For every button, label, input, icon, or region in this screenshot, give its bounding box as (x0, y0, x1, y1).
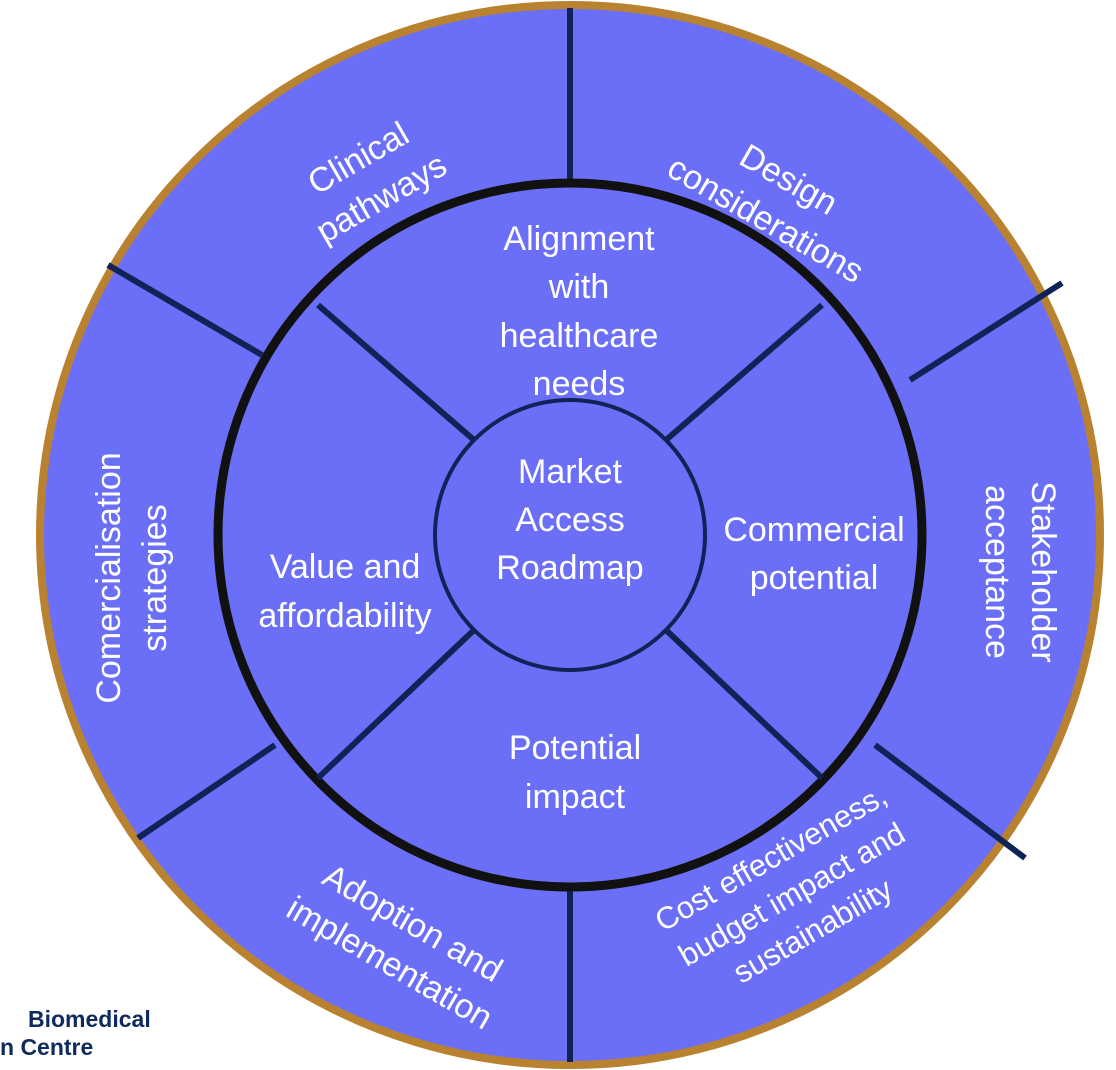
divider-inner-se (663, 627, 825, 781)
inner-left-line-1: Value and (270, 548, 421, 586)
inner-top-line-1: Alignment (503, 220, 655, 258)
inner-dividers (315, 302, 825, 781)
stakeholder-line-2: acceptance (978, 485, 1016, 659)
divider-lower-right (873, 742, 1027, 861)
outer-segment-stakeholder-label: Stakeholder acceptance (978, 481, 1062, 662)
divider-inner-nw (316, 302, 476, 443)
inner-segment-top-label: Alignment with healthcare needs (500, 220, 659, 403)
center-circle (433, 398, 707, 672)
divider-inner-sw (315, 627, 477, 781)
center-line-1: Market (518, 453, 622, 491)
inner-left-line-2: affordability (258, 597, 431, 635)
center-line-3: Roadmap (496, 549, 643, 587)
divider-inner-ne (664, 302, 824, 443)
outer-dividers (106, 8, 1064, 1062)
divider-upper-right (908, 280, 1064, 383)
inner-right-line-2: potential (750, 559, 879, 597)
commercialisation-line-1: Comercialisation (90, 452, 128, 703)
commercialisation-line-2: strategies (136, 504, 174, 651)
logo: Biomedical n Centre (0, 1006, 151, 1060)
inner-segment-right-label: Commercial potential (723, 511, 904, 597)
logo-line-1: Biomedical (28, 1006, 151, 1032)
stakeholder-line-1: Stakeholder (1024, 481, 1062, 662)
inner-right-line-1: Commercial (723, 511, 904, 549)
logo-line-2: n Centre (0, 1034, 93, 1060)
inner-top-line-3: healthcare (500, 317, 659, 355)
inner-segment-bottom-label: Potential impact (509, 729, 641, 816)
inner-bottom-line-2: impact (525, 778, 626, 816)
inner-top-line-4: needs (533, 365, 626, 403)
divider-lower-left (136, 742, 277, 841)
divider-upper-left (106, 262, 264, 358)
inner-segment-left-label: Value and affordability (258, 548, 431, 635)
inner-bottom-line-1: Potential (509, 729, 641, 767)
inner-top-line-2: with (548, 268, 609, 306)
center-label: Market Access Roadmap (496, 453, 643, 587)
outer-segment-commercialisation-label: Comercialisation strategies (90, 452, 174, 703)
center-line-2: Access (515, 501, 625, 539)
